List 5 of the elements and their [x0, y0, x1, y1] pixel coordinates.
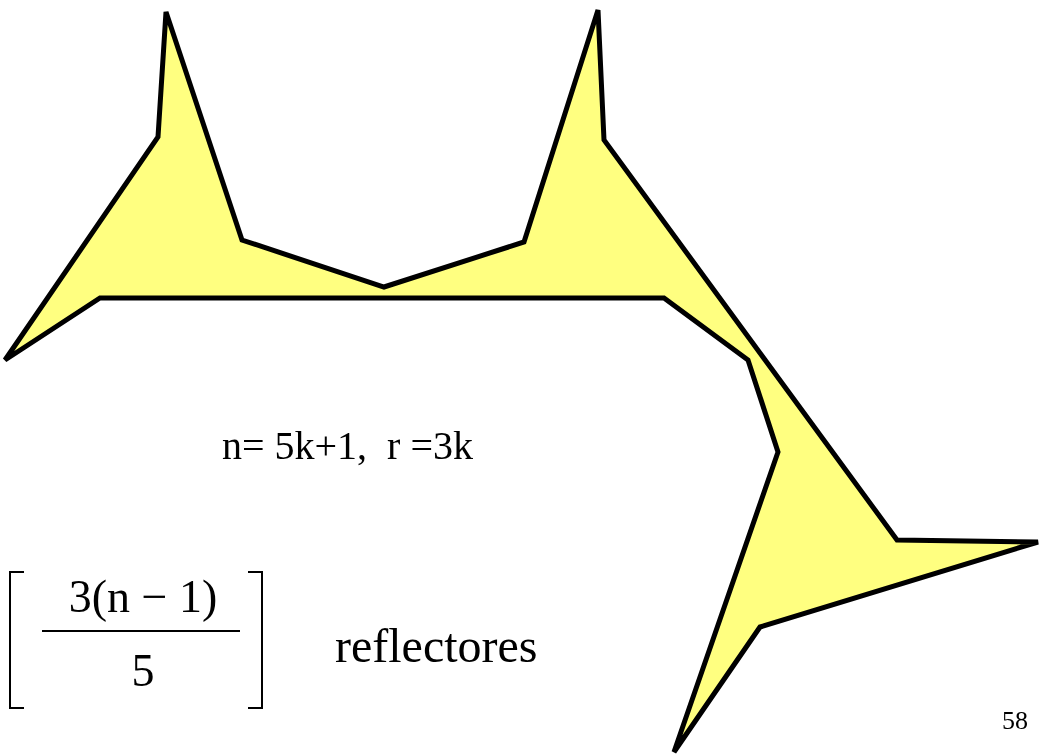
- page-number: 58: [1002, 708, 1028, 734]
- word-label: reflectores: [335, 622, 538, 670]
- numerator: 3(n − 1): [67, 574, 219, 620]
- denominator: 5: [130, 648, 156, 694]
- formula-text: n= 5k+1, r =3k: [222, 426, 473, 466]
